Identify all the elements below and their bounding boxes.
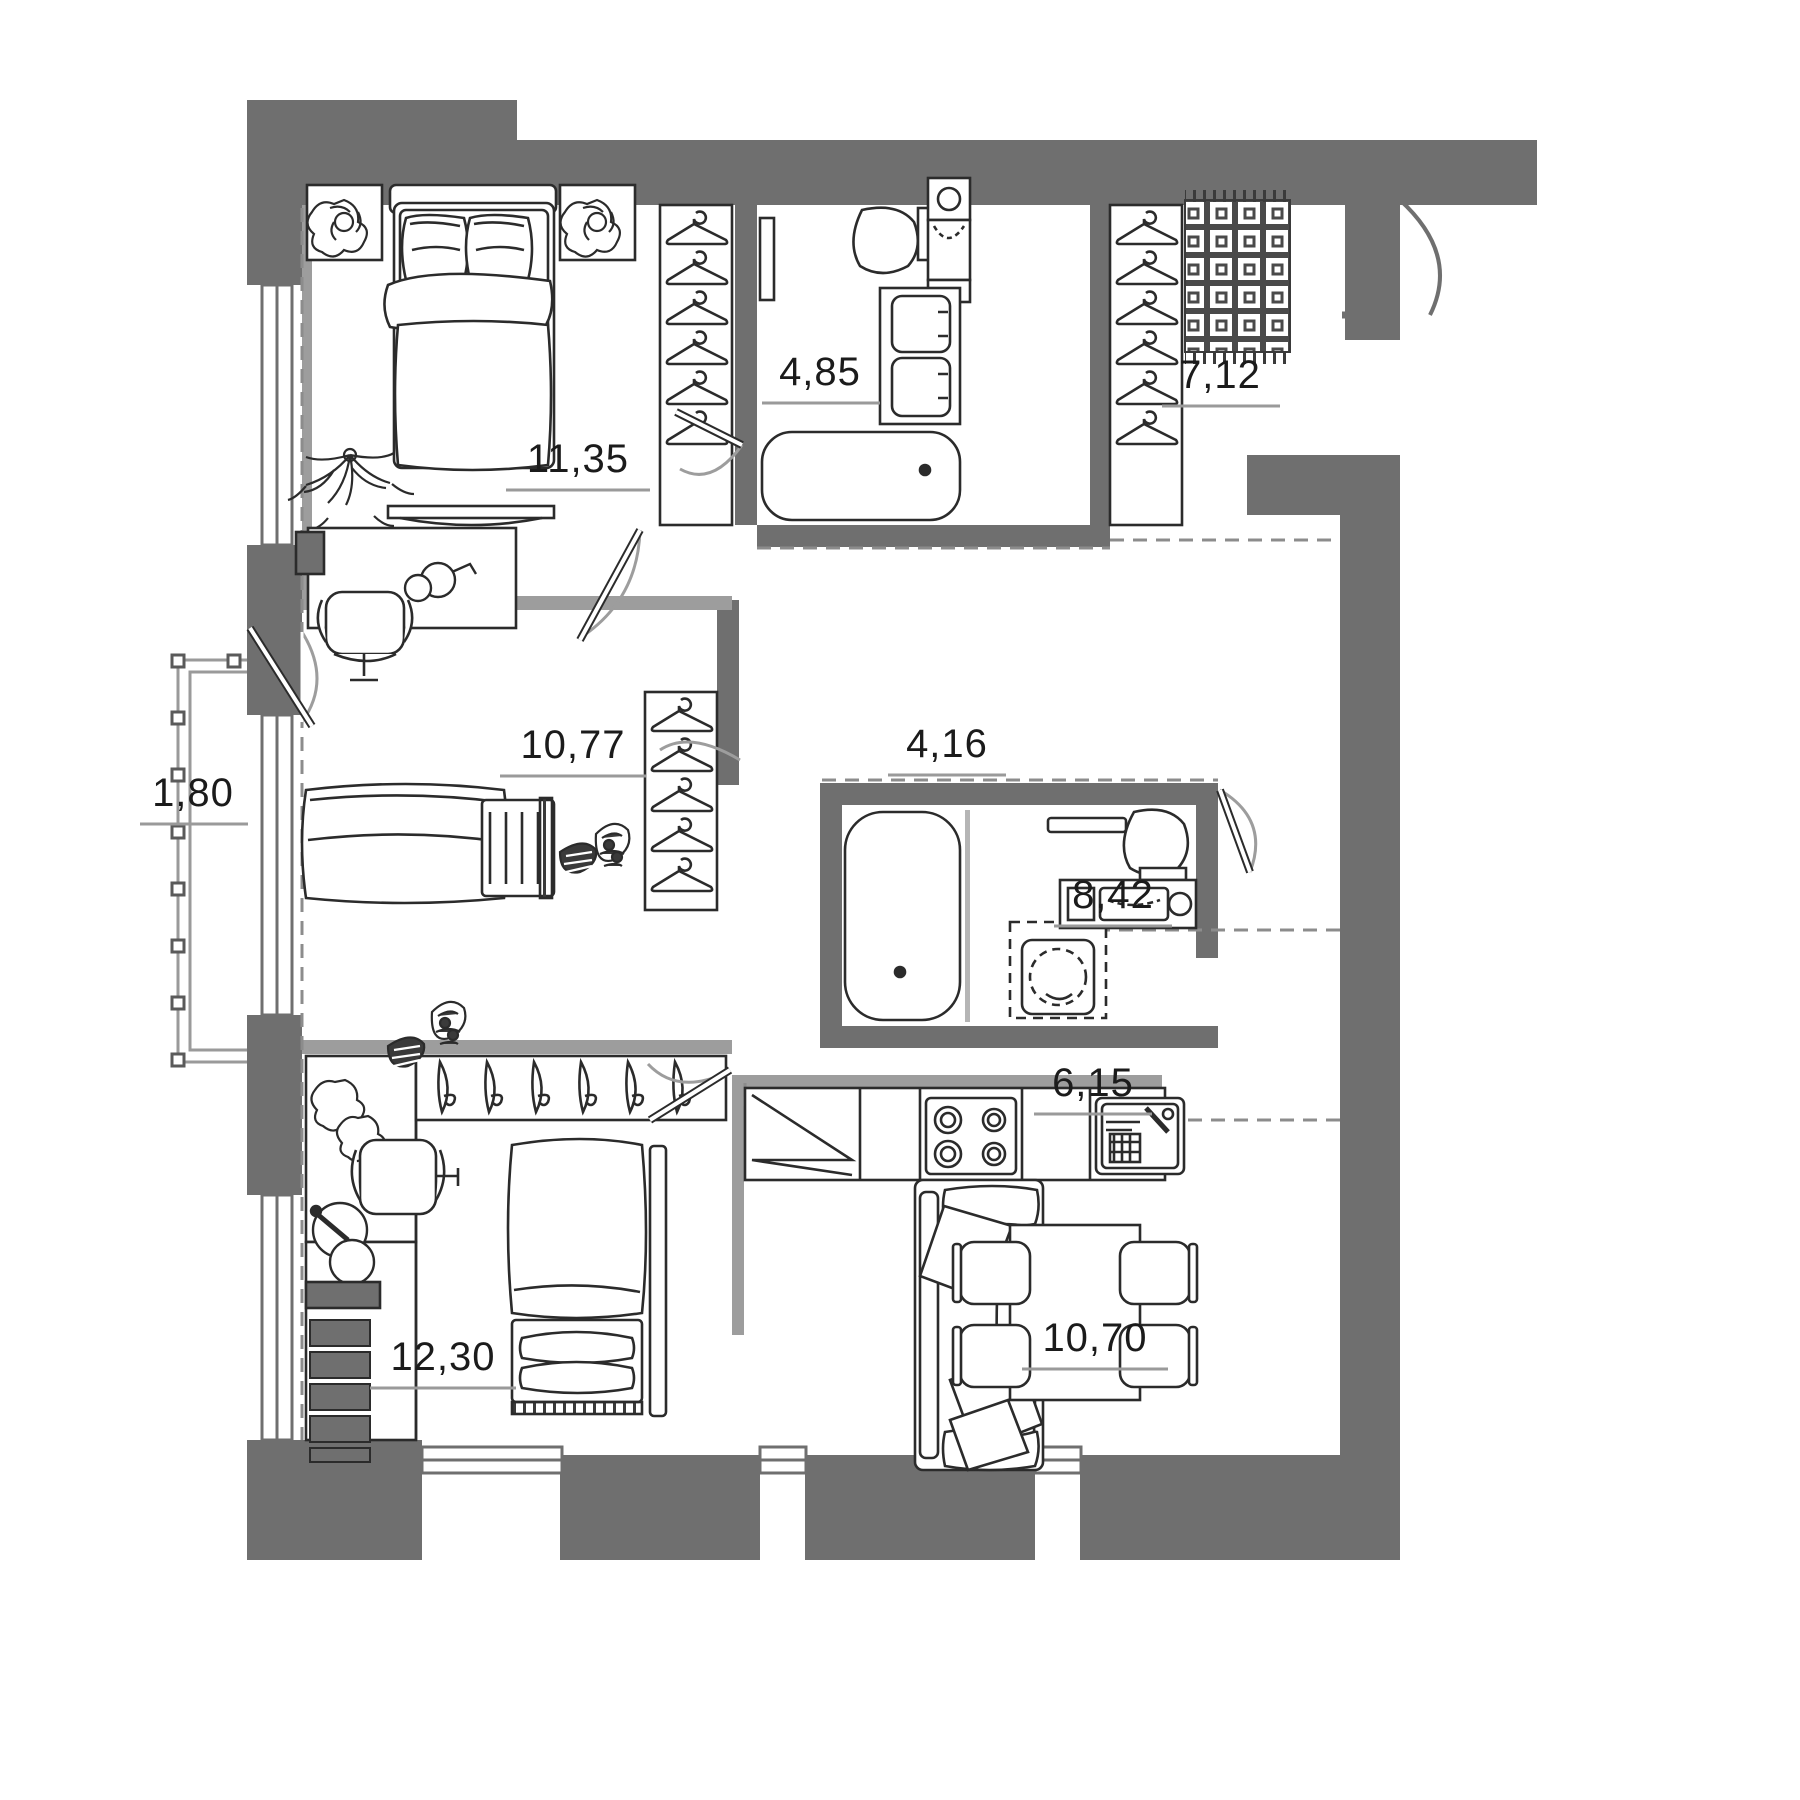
bedroom-third-furniture: [304, 1000, 728, 1463]
chair: [958, 1323, 1032, 1389]
entry-rug: [1184, 190, 1291, 364]
wardrobe-hangers-bedroom2: [643, 690, 719, 912]
entry-door[interactable]: [1342, 198, 1442, 319]
double-sink: [878, 286, 962, 426]
bathroom-second-fixtures: [843, 808, 1198, 1022]
toilet-2: [1122, 808, 1190, 882]
living-room-furniture: [913, 1178, 1199, 1472]
door-bathroom-main: [674, 408, 744, 476]
area-label-bathroom-second: 4,16: [888, 722, 1006, 777]
flower-icon: [559, 198, 622, 258]
nightstand-left: [305, 183, 384, 262]
hanger-icon-group-3: [650, 697, 714, 893]
chair: [958, 1240, 1032, 1306]
bedroom-second-furniture: [294, 526, 631, 905]
windows: [260, 283, 1083, 1475]
toilet-1: [852, 206, 932, 275]
vanity-2: [1058, 878, 1198, 930]
svg-text:7,12: 7,12: [1179, 353, 1261, 397]
svg-text:4,16: 4,16: [906, 722, 988, 766]
svg-text:11,35: 11,35: [527, 437, 629, 481]
hook-icon-group: [437, 1057, 692, 1116]
bed-2: [300, 782, 556, 905]
svg-text:4,85: 4,85: [779, 350, 861, 394]
door-bathroom-second: [1216, 788, 1258, 874]
balcony-railing-posts: [170, 653, 242, 1068]
svg-text:10,77: 10,77: [520, 723, 625, 767]
chair: [1118, 1240, 1192, 1306]
door-bedroom-third: [646, 1062, 733, 1124]
desk-chair-2: [350, 1138, 460, 1216]
svg-text:12,30: 12,30: [390, 1335, 495, 1379]
bathtub-2: [843, 810, 962, 1022]
structural-walls: [247, 100, 1537, 1560]
instrument-icon: [309, 1201, 376, 1286]
bookshelf: [309, 1319, 371, 1463]
hanger-icon-group-2: [1115, 210, 1179, 446]
refrigerator: [751, 1093, 857, 1177]
office-chair-1: [316, 590, 414, 682]
balcony-outline: [176, 658, 247, 1064]
master-bedroom-furniture: [287, 183, 637, 532]
area-label-bedroom-third: 12,30: [370, 1335, 516, 1390]
tv-bench: [386, 504, 556, 520]
svg-text:10,70: 10,70: [1042, 1316, 1147, 1360]
dining-table: [1008, 1223, 1142, 1402]
area-label-corridor: 8,42: [1054, 873, 1172, 928]
svg-text:1,80: 1,80: [152, 771, 234, 815]
area-labels: 11,35 4,85 7,12 1,80 10,77 4,16 8,42 6,: [140, 350, 1280, 1390]
door-bedroom-master: [576, 528, 644, 642]
cooktop: [924, 1096, 1018, 1176]
area-label-bedroom-master: 11,35: [506, 437, 650, 492]
nightstand-right: [558, 183, 637, 262]
svg-text:8,42: 8,42: [1072, 873, 1154, 917]
area-label-living-room: 10,70: [1022, 1316, 1168, 1371]
area-label-bedroom-second: 10,77: [500, 723, 646, 778]
area-label-balcony: 1,80: [140, 771, 248, 826]
utility-column: [926, 176, 972, 304]
area-label-entry-hall: 7,12: [1162, 353, 1280, 408]
desk-lamp: [403, 561, 478, 603]
kitchen-sink: [1094, 1096, 1186, 1176]
interior-doors[interactable]: [246, 408, 1258, 1124]
flower-icon: [306, 198, 369, 258]
washing-machine: [1008, 920, 1108, 1020]
potted-plant: [287, 447, 415, 532]
bathroom-main-fixtures: [758, 176, 972, 522]
dining-chairs: [951, 1240, 1199, 1389]
toy-cars-2: [386, 1000, 467, 1068]
door-bedroom-second: [246, 625, 319, 729]
bed-3: [506, 1137, 668, 1418]
svg-text:6,15: 6,15: [1052, 1061, 1134, 1105]
kitchen-counter: [743, 1086, 1186, 1182]
toy-cars-1: [558, 822, 631, 874]
area-label-bathroom-main: 4,85: [762, 350, 880, 405]
bathtub-1: [760, 430, 962, 522]
coat-hooks: [414, 1054, 728, 1122]
area-label-kitchen: 6,15: [1034, 1061, 1152, 1116]
door-hall: [659, 740, 741, 762]
